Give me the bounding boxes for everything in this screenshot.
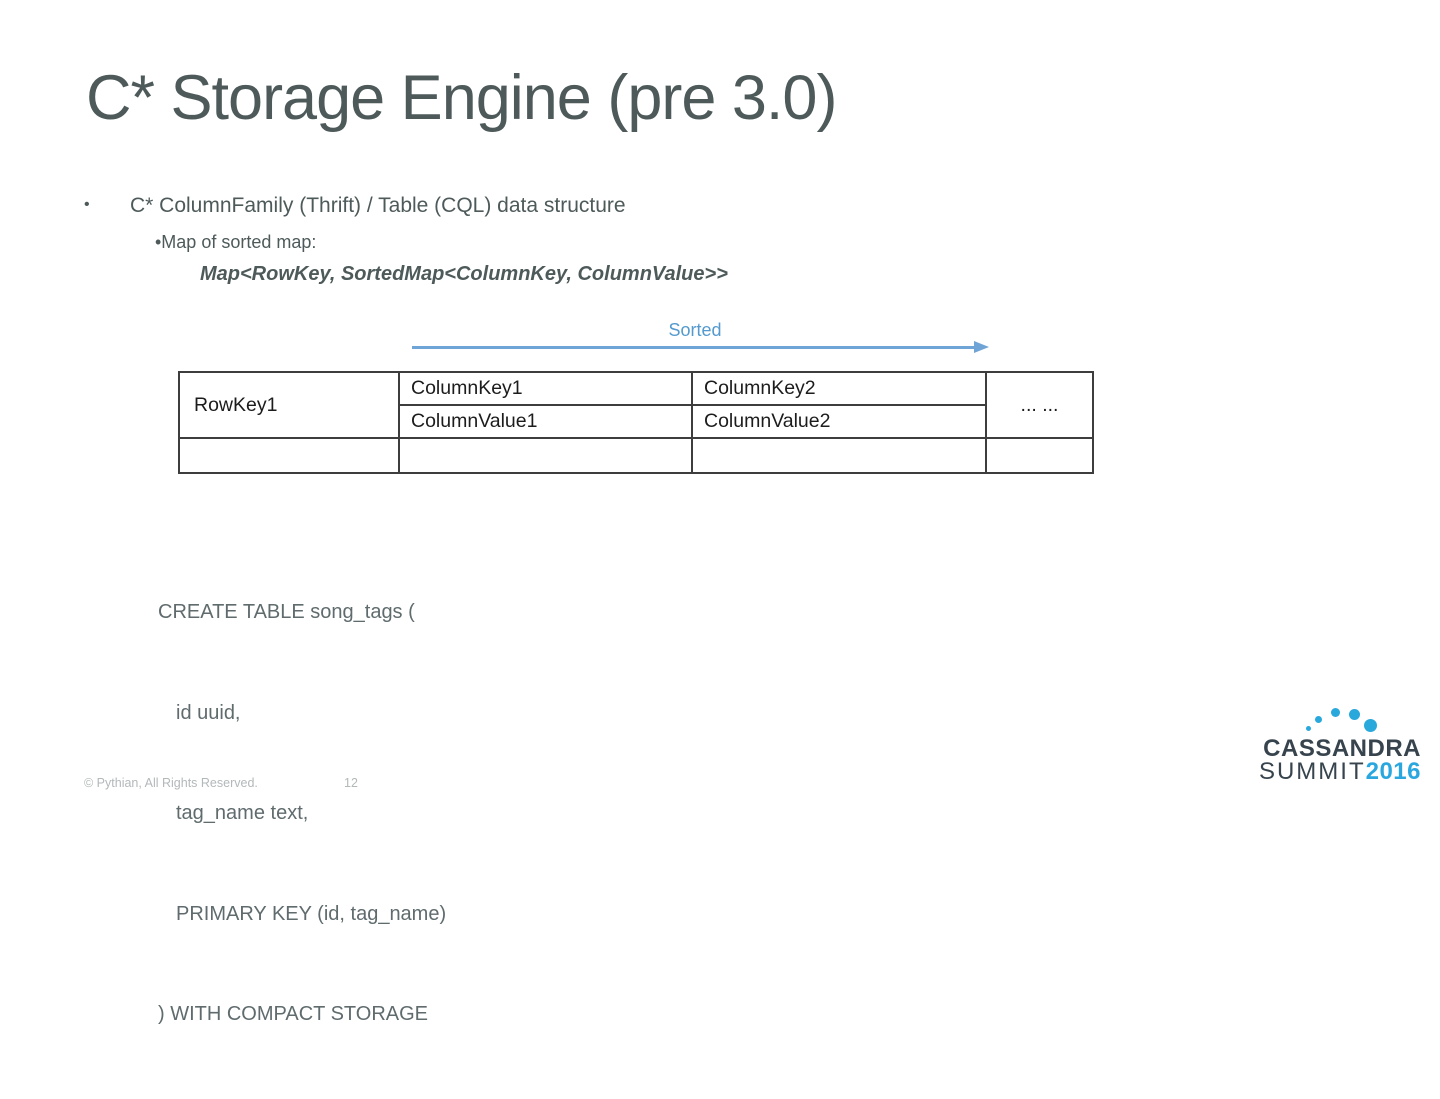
column-value-cell: ColumnValue1 bbox=[398, 404, 693, 439]
logo-text: CASSANDRA SUMMIT2016 bbox=[1258, 735, 1421, 785]
page-number: 12 bbox=[344, 776, 358, 790]
sub-bullet-text: •Map of sorted map: bbox=[155, 232, 317, 252]
bullet-icon: • bbox=[84, 196, 90, 213]
column-key-cell: ColumnKey1 bbox=[398, 371, 693, 406]
logo-year-text: 2016 bbox=[1365, 758, 1421, 785]
code-line: tag_name text, bbox=[176, 802, 309, 824]
logo-dot-icon bbox=[1331, 708, 1340, 717]
bullet-item: • C* ColumnFamily (Thrift) / Table (CQL)… bbox=[84, 194, 626, 218]
sorted-arrow-head-icon bbox=[974, 341, 989, 353]
row-key-cell: RowKey1 bbox=[178, 371, 400, 439]
sorted-arrow-line bbox=[412, 346, 976, 349]
storage-structure-table: RowKey1 ColumnKey1 ColumnKey2 ... ... Co… bbox=[178, 371, 1094, 474]
bullet-text: C* ColumnFamily (Thrift) / Table (CQL) d… bbox=[130, 194, 626, 217]
sorted-arrow-label: Sorted bbox=[668, 320, 722, 340]
copyright-text: © Pythian, All Rights Reserved. bbox=[84, 776, 258, 790]
logo-summit-line: SUMMIT2016 bbox=[1258, 758, 1421, 785]
code-line: ) WITH COMPACT STORAGE bbox=[158, 1003, 429, 1025]
logo-dot-icon bbox=[1306, 726, 1311, 731]
logo-cassandra-text: CASSANDRA bbox=[1263, 735, 1421, 762]
logo-dot-icon bbox=[1349, 709, 1360, 720]
page-title: C* Storage Engine (pre 3.0) bbox=[86, 63, 837, 133]
cql-code-block: CREATE TABLE song_tags ( id uuid, tag_na… bbox=[158, 529, 446, 1099]
empty-cell bbox=[398, 437, 693, 474]
code-line: id uuid, bbox=[176, 701, 241, 724]
slide: C* Storage Engine (pre 3.0) • C* ColumnF… bbox=[84, 63, 1421, 1025]
logo-summit-text: SUMMIT bbox=[1258, 758, 1366, 785]
more-columns-cell: ... ... bbox=[985, 371, 1094, 439]
empty-cell bbox=[178, 437, 400, 474]
empty-cell bbox=[985, 437, 1094, 474]
code-line: PRIMARY KEY (id, tag_name) bbox=[176, 902, 447, 925]
map-signature-text: Map<RowKey, SortedMap<ColumnKey, ColumnV… bbox=[200, 263, 728, 285]
logo-dot-icon bbox=[1315, 716, 1322, 723]
code-line: CREATE TABLE song_tags ( bbox=[158, 601, 415, 623]
empty-cell bbox=[691, 437, 987, 474]
logo-dot-icon bbox=[1364, 719, 1377, 732]
column-key-cell: ColumnKey2 bbox=[691, 371, 987, 406]
column-value-cell: ColumnValue2 bbox=[691, 404, 987, 439]
